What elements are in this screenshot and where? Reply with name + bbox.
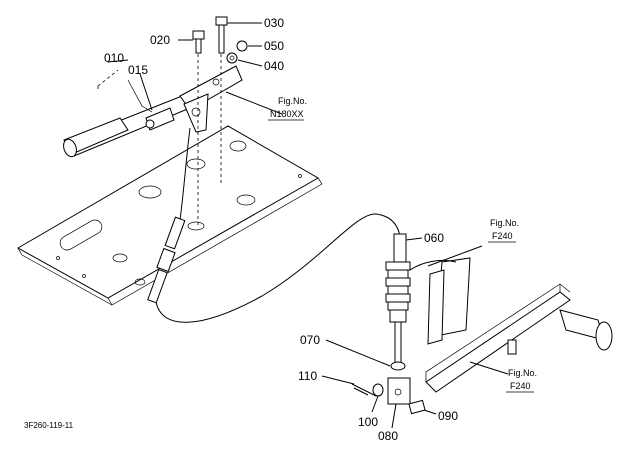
svg-text:F240: F240 [492, 231, 513, 241]
split-pin-110 [351, 383, 377, 397]
diagram-code: 3F260-119-11 [24, 421, 74, 430]
label-015: 015 [128, 63, 148, 77]
bolt-030 [215, 16, 228, 54]
label-020: 020 [150, 33, 170, 47]
pin-090 [408, 399, 426, 415]
label-010: 010 [104, 51, 124, 65]
floor-plate [16, 125, 323, 306]
brake-cable [147, 127, 401, 323]
svg-text:F240: F240 [510, 381, 531, 391]
label-050: 050 [264, 39, 284, 53]
label-060: 060 [424, 231, 444, 245]
label-100: 100 [358, 415, 378, 429]
clevis-080 [387, 377, 411, 405]
parking-brake-lever [63, 65, 243, 158]
brake-arm [409, 257, 471, 345]
pedal-shaft [425, 283, 613, 393]
label-030: 030 [264, 16, 284, 30]
washer-100 [372, 383, 384, 397]
svg-text:Fig.No.: Fig.No. [508, 368, 537, 378]
fig-ref-f240-lower: Fig.No. F240 [506, 368, 537, 393]
leader-lines [107, 22, 509, 429]
cable-adjuster [385, 233, 411, 371]
label-070: 070 [300, 333, 320, 347]
bolt-020 [192, 30, 205, 54]
svg-text:N180XX: N180XX [270, 109, 304, 119]
label-090: 090 [438, 409, 458, 423]
label-110: 110 [298, 369, 317, 383]
fig-ref-f240-upper: Fig.No. F240 [488, 218, 519, 243]
label-040: 040 [264, 59, 284, 73]
svg-text:Fig.No.: Fig.No. [278, 96, 307, 106]
svg-text:Fig.No.: Fig.No. [490, 218, 519, 228]
fig-ref-n180xx: Fig.No. N180XX [268, 96, 307, 121]
label-080: 080 [378, 429, 398, 443]
nut-washer [226, 40, 248, 64]
